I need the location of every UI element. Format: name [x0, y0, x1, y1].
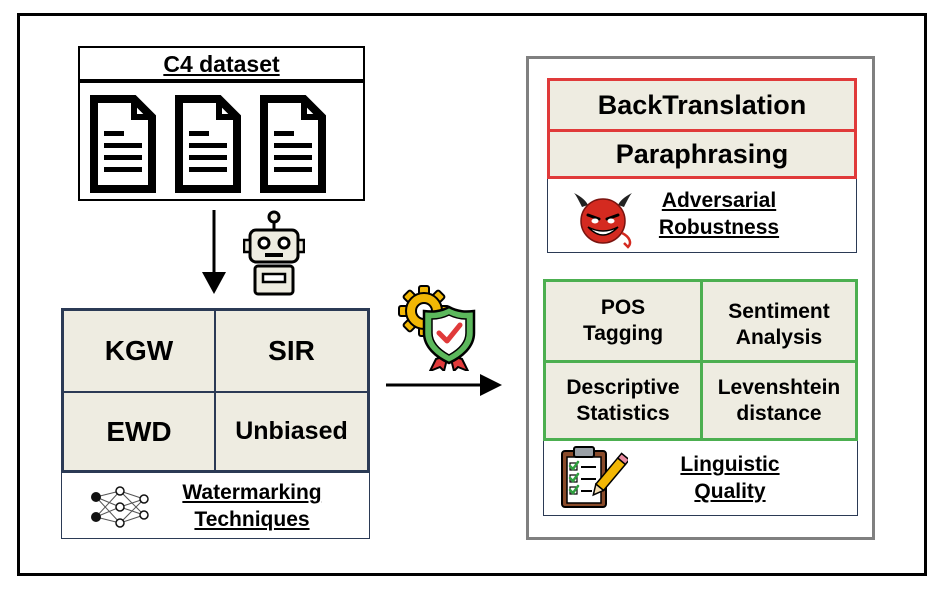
right-arrow: [386, 374, 502, 396]
attack-box: BackTranslation Paraphrasing: [547, 78, 857, 179]
metric-levenshtein-line1: Levenshtein: [717, 375, 841, 399]
metric-pos-tagging: POS Tagging: [546, 282, 700, 360]
technique-sir: SIR: [268, 335, 315, 366]
devil-icon: [574, 193, 632, 249]
metric-pos-line2: Tagging: [582, 322, 664, 345]
adversarial-label-line2: Robustness: [658, 216, 780, 239]
document-icon: [90, 95, 156, 193]
watermarking-label-line2: Techniques: [194, 508, 310, 531]
linguistic-metrics-grid: POS Tagging Sentiment Analysis Descripti…: [543, 279, 858, 441]
metric-sentiment-line2: Analysis: [735, 326, 823, 349]
metric-descriptive-statistics: Descriptive Statistics: [546, 363, 700, 438]
metric-levenshtein-line2: distance: [736, 401, 822, 425]
neural-network-icon: [91, 486, 149, 528]
adversarial-label-box: Adversarial Robustness: [547, 179, 857, 253]
linguistic-label-line1: Linguistic: [680, 453, 780, 476]
linguistic-label-box: Linguistic Quality: [543, 441, 858, 516]
evaluation-panel: [526, 56, 875, 540]
document-icon: [175, 95, 241, 193]
attack-paraphrasing: Paraphrasing: [615, 138, 789, 169]
technique-ewd: EWD: [106, 415, 172, 447]
metric-pos-line1: POS: [600, 296, 646, 319]
gears-shield-icon: [398, 285, 476, 371]
document-icon: [260, 95, 326, 193]
attack-backtranslation: BackTranslation: [597, 89, 807, 120]
dataset-documents: [78, 79, 365, 201]
watermarking-grid: KGW SIR EWD Unbiased: [61, 308, 370, 473]
metric-sentiment-analysis: Sentiment Analysis: [703, 286, 855, 364]
watermarking-label-line1: Watermarking: [182, 481, 322, 504]
adversarial-label-line1: Adversarial: [661, 189, 777, 212]
metric-descriptive-line1: Descriptive: [566, 375, 680, 399]
watermarking-label-box: Watermarking Techniques: [61, 473, 370, 539]
robot-icon: [243, 210, 305, 296]
metric-sentiment-line1: Sentiment: [728, 300, 830, 323]
metric-descriptive-line2: Statistics: [576, 401, 670, 425]
technique-unbiased: Unbiased: [235, 417, 348, 445]
metric-levenshtein-distance: Levenshtein distance: [703, 363, 855, 438]
dataset-title: C4 dataset: [78, 46, 365, 80]
linguistic-label-line2: Quality: [694, 480, 766, 503]
clipboard-checklist-icon: [561, 446, 628, 508]
down-arrow: [202, 210, 226, 294]
technique-kgw: KGW: [104, 335, 174, 366]
diagram-frame: [17, 13, 927, 576]
